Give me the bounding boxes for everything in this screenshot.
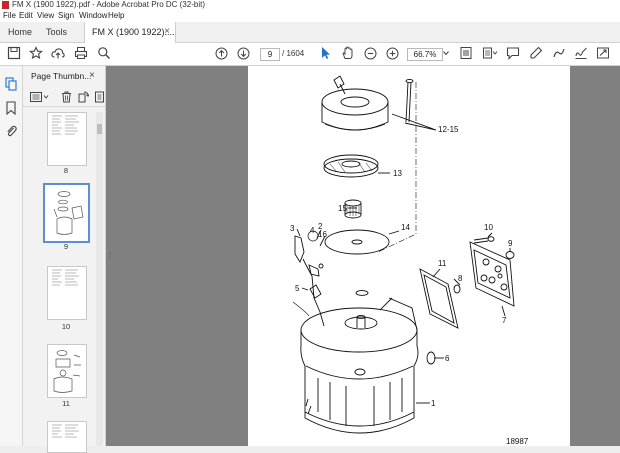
page-thumbnail-content (53, 191, 84, 235)
close-icon[interactable]: × (89, 70, 95, 81)
comment-icon[interactable] (506, 46, 520, 60)
rotate-page-icon[interactable] (78, 91, 89, 103)
page-thumbnail-11[interactable] (47, 344, 87, 398)
page-thumbnail-12[interactable] (47, 421, 87, 453)
chevron-down-icon[interactable] (443, 50, 449, 56)
menu-help[interactable]: Help (108, 11, 125, 20)
acrobat-logo-icon (2, 1, 9, 9)
thumbnail-label: 9 (63, 242, 69, 251)
callout-label: 16 (318, 230, 327, 239)
thumbnail-scrollbar[interactable] (96, 112, 103, 446)
thumbnail-label: 10 (61, 322, 71, 331)
options-menu-icon[interactable] (30, 92, 50, 102)
figure-number: 18987 (506, 437, 529, 446)
page-thumbnail-9[interactable] (43, 183, 90, 243)
tab-home[interactable]: Home (8, 27, 33, 37)
page-thumbnail-content (52, 424, 79, 438)
page-thumbnail-content (52, 115, 79, 135)
callout-label: 12-15 (438, 125, 459, 134)
callout-label: 10 (484, 223, 493, 232)
title-bar: FM X (1900 1922).pdf - Adobe Acrobat Pro… (0, 0, 620, 10)
scrollbar-thumb[interactable] (97, 124, 102, 134)
page-thumbnails-icon[interactable] (5, 77, 17, 91)
zoom-level-input[interactable]: 66.7% (407, 48, 443, 61)
tab-document-label: FM X (1900 1922).... (92, 27, 175, 37)
main-toolbar: 9 / 1604 66.7% (0, 43, 620, 66)
callout-label: 9 (508, 239, 513, 248)
page-thumbnail-content (52, 269, 79, 286)
panel-title: Page Thumbn... (31, 71, 92, 81)
zoom-out-icon[interactable] (364, 47, 377, 60)
thumbnail-label: 8 (63, 166, 69, 175)
page-display-icon[interactable] (482, 46, 498, 60)
menu-edit[interactable]: Edit (19, 11, 33, 20)
menu-bar: File Edit View Sign Window Help (0, 10, 620, 22)
close-icon[interactable]: × (164, 26, 170, 37)
page-thumbnail-8[interactable] (47, 112, 87, 166)
pdf-page: 12-15 13 15 14 3 4 2 16 5 10 9 11 8 7 6 … (248, 66, 570, 446)
sign-icon[interactable] (574, 46, 588, 60)
next-page-icon[interactable] (237, 47, 250, 60)
callout-label: 11 (438, 259, 447, 268)
page-thumbnail-content (53, 350, 81, 393)
attachment-icon[interactable] (5, 124, 17, 138)
print-icon[interactable] (74, 46, 88, 60)
callout-label: 14 (401, 223, 410, 232)
menu-sign[interactable]: Sign (58, 11, 75, 20)
share-icon[interactable] (596, 46, 610, 60)
menu-file[interactable]: File (3, 11, 16, 20)
callout-label: 7 (502, 316, 507, 325)
bookmark-icon[interactable] (5, 101, 17, 115)
thumbnail-label: 11 (62, 399, 70, 408)
callout-label: 3 (290, 224, 295, 233)
hand-tool-icon[interactable] (341, 46, 355, 60)
callout-label: 6 (445, 354, 450, 363)
select-arrow-icon[interactable] (320, 46, 332, 60)
draw-icon[interactable] (552, 46, 566, 60)
left-navigation-rail (0, 66, 23, 446)
exploded-motor-drawing: 12-15 13 15 14 3 4 2 16 5 10 9 11 8 7 6 … (290, 75, 515, 434)
tab-tools[interactable]: Tools (46, 27, 68, 37)
highlight-pen-icon[interactable] (529, 46, 543, 60)
more-options-icon[interactable] (95, 91, 104, 103)
callout-label: 13 (393, 169, 402, 178)
callout-label: 5 (295, 284, 300, 293)
fit-page-icon[interactable] (459, 46, 473, 60)
cloud-upload-icon[interactable] (51, 46, 65, 60)
callout-label: 2 (318, 222, 323, 231)
callout-label: 15 (338, 204, 347, 213)
tab-document[interactable]: FM X (1900 1922).... × (84, 22, 176, 43)
panel-toolbar (23, 88, 105, 107)
trash-icon[interactable] (61, 91, 72, 103)
panel-resize-handle[interactable]: ⁞ (109, 251, 112, 260)
page-number-input[interactable]: 9 (260, 48, 280, 61)
page-total: / 1604 (282, 49, 305, 58)
search-icon[interactable] (97, 46, 111, 60)
callout-label: 1 (431, 399, 436, 408)
page-thumbnail-10[interactable] (47, 266, 87, 320)
previous-page-icon[interactable] (215, 47, 228, 60)
window-title: FM X (1900 1922).pdf - Adobe Acrobat Pro… (12, 0, 205, 9)
zoom-in-icon[interactable] (386, 47, 399, 60)
callout-label: 8 (458, 274, 463, 283)
tab-bar: Home Tools FM X (1900 1922).... × (0, 22, 620, 43)
star-icon[interactable] (29, 46, 43, 60)
menu-window[interactable]: Window (79, 11, 108, 20)
menu-view[interactable]: View (37, 11, 55, 20)
callout-label: 4 (310, 226, 315, 235)
document-canvas: ⁞ (106, 66, 620, 446)
save-icon[interactable] (7, 46, 21, 60)
